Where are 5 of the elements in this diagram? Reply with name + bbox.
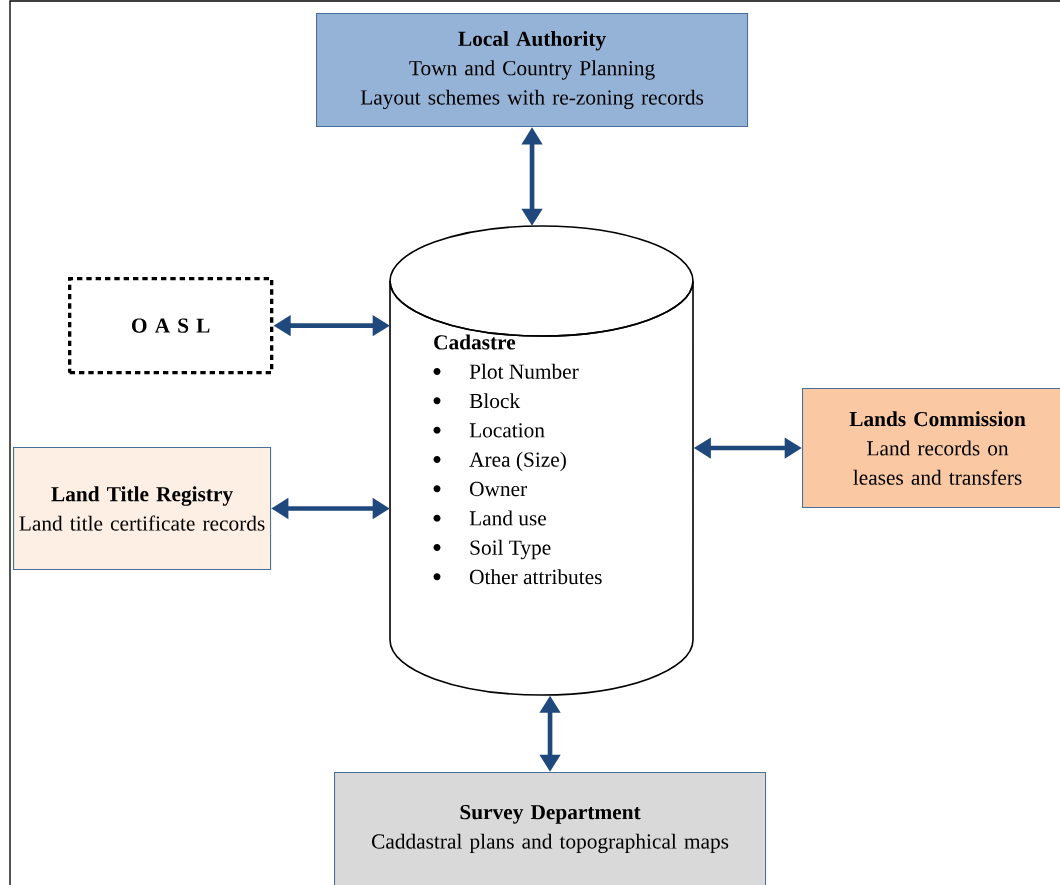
process-box: Land Title Registry Land title certificate records [13, 447, 272, 571]
process-box: Survey Department Caddastral plans and topographical maps [334, 772, 767, 885]
process-box: Local Authority Town and Country Planning Layout schemes with re-zoning records [316, 13, 749, 128]
process-box: Lands Commission Land records on leases and transfers [802, 388, 1060, 509]
dashed-box: O A S L [68, 277, 274, 375]
